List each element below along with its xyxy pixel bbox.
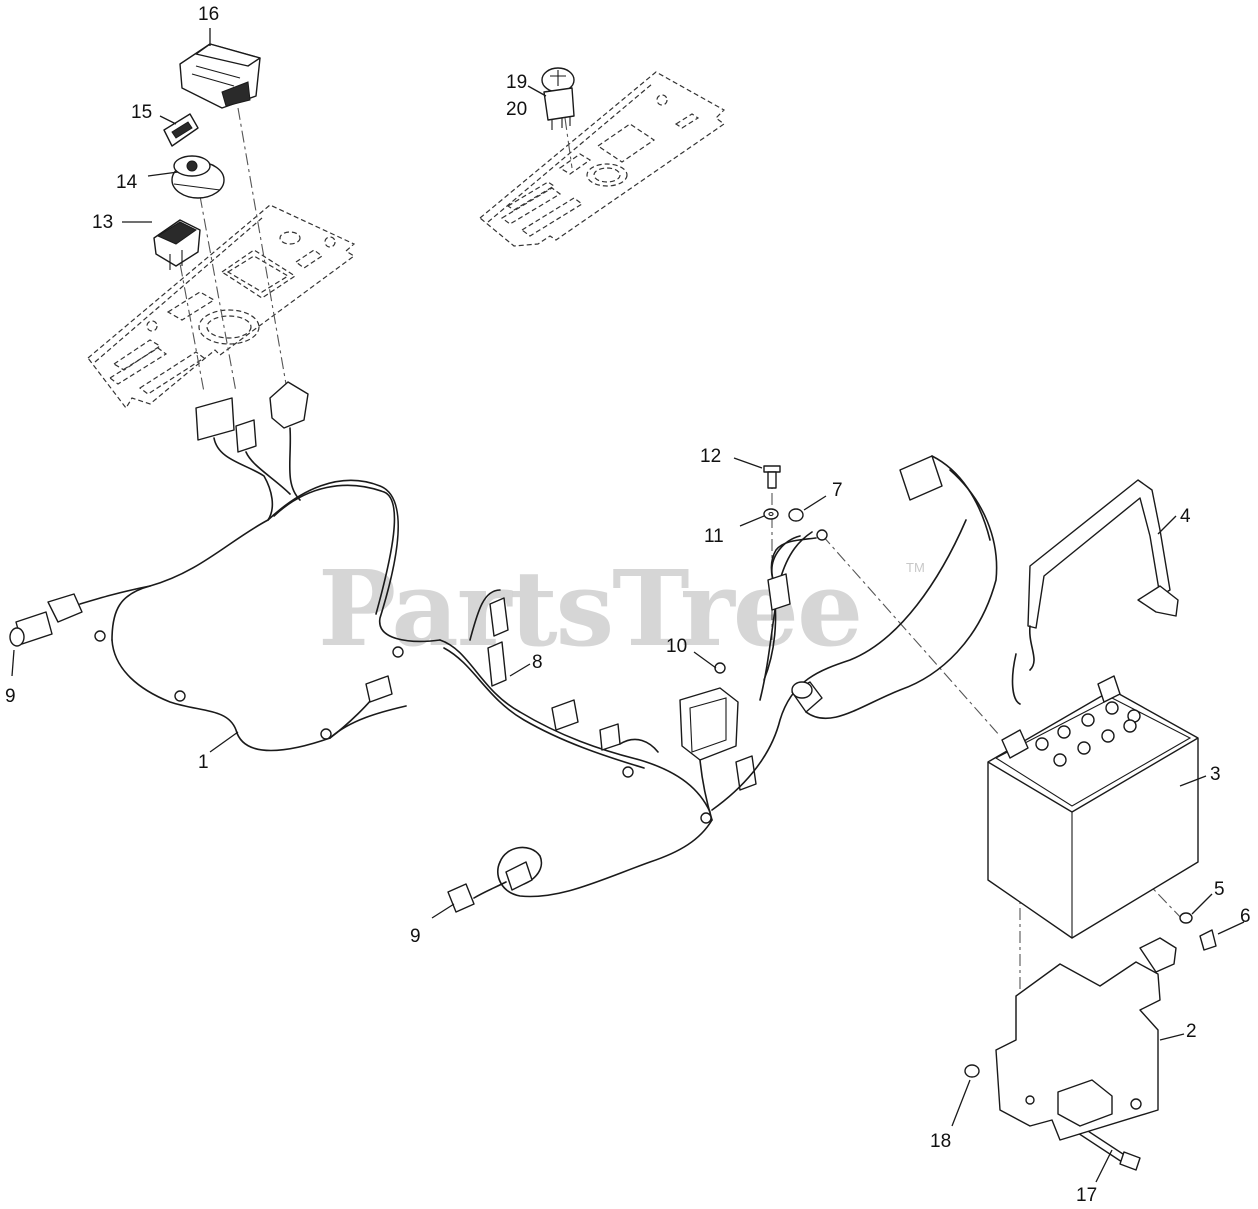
callout-4: 4	[1180, 506, 1191, 527]
callout-8: 8	[532, 652, 543, 673]
callout-10: 10	[666, 636, 687, 657]
callout-9-left: 9	[5, 686, 16, 707]
bolt-6	[1199, 929, 1217, 951]
callout-17: 17	[1076, 1185, 1097, 1206]
nut-18	[964, 1064, 980, 1078]
callout-13: 13	[92, 212, 113, 233]
callout-18: 18	[930, 1131, 951, 1152]
battery-tray-2	[995, 937, 1177, 1141]
control-panel-plate-right	[479, 71, 726, 247]
callout-12: 12	[700, 446, 721, 467]
callout-14: 14	[116, 172, 138, 193]
wire-harness-1	[9, 381, 998, 913]
callout-11: 11	[704, 526, 724, 547]
pto-switch-13	[153, 219, 201, 270]
ignition-switch-14	[171, 155, 225, 199]
callout-2: 2	[1186, 1021, 1197, 1042]
nut-7	[788, 508, 804, 522]
hour-meter-16	[179, 43, 261, 109]
callout-3: 3	[1210, 764, 1221, 785]
callout-16: 16	[198, 4, 219, 25]
callout-1: 1	[198, 752, 209, 773]
callout-19: 19	[506, 72, 527, 93]
switch-19-20	[541, 67, 575, 130]
callout-20: 20	[506, 99, 527, 120]
control-panel-plate-left	[87, 204, 356, 410]
callout-6: 6	[1240, 906, 1251, 927]
callout-7: 7	[832, 480, 843, 501]
callout-labels: 16 15 14 13 19 20 12 11 7 4 10 8 9 1 3 9…	[5, 4, 1251, 1206]
battery-3	[987, 675, 1199, 939]
callout-15: 15	[131, 102, 152, 123]
watermark-trademark: TM	[906, 560, 925, 575]
key-15	[163, 113, 199, 147]
battery-strap-4	[1011, 479, 1179, 705]
washer-11	[763, 508, 779, 520]
bolt-12	[763, 465, 781, 489]
callout-5: 5	[1214, 879, 1225, 900]
callout-9-bottom: 9	[410, 926, 421, 947]
callout-leaders	[11, 28, 1245, 1183]
washer-5	[1179, 912, 1193, 924]
